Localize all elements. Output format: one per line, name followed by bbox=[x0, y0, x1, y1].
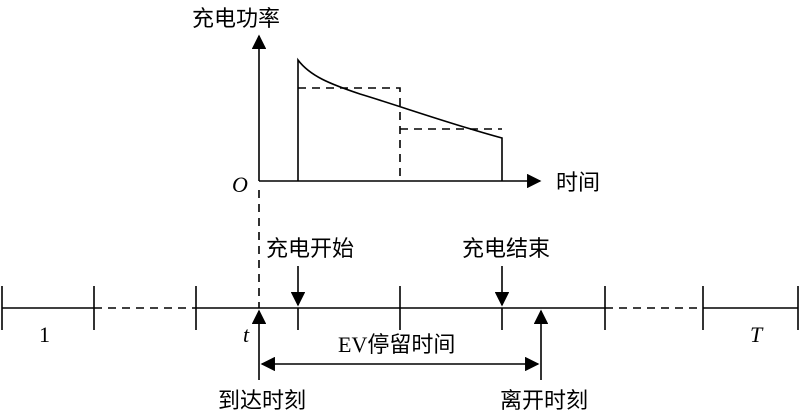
last-slot-label: T bbox=[750, 322, 764, 347]
charge-end-label: 充电结束 bbox=[462, 237, 550, 262]
y-axis-label: 充电功率 bbox=[192, 7, 280, 32]
charge-start-label: 充电开始 bbox=[266, 237, 354, 262]
charging-power-curve bbox=[297, 57, 503, 181]
departure-time-label: 离开时刻 bbox=[500, 389, 588, 414]
arrival-variable-label: t bbox=[243, 322, 250, 347]
first-slot-label: 1 bbox=[39, 322, 50, 347]
origin-label: O bbox=[232, 172, 248, 197]
stay-time-label: EV停留时间 bbox=[338, 332, 455, 357]
step-1-dashed bbox=[298, 87, 401, 181]
power-chart: 充电功率 时间 O bbox=[192, 7, 600, 197]
x-axis-label: 时间 bbox=[556, 171, 600, 196]
arrival-time-label: 到达时刻 bbox=[218, 389, 306, 414]
timeline: 充电开始 充电结束 到达时刻 离开时刻 EV停留时间 1 t T bbox=[1, 237, 799, 414]
